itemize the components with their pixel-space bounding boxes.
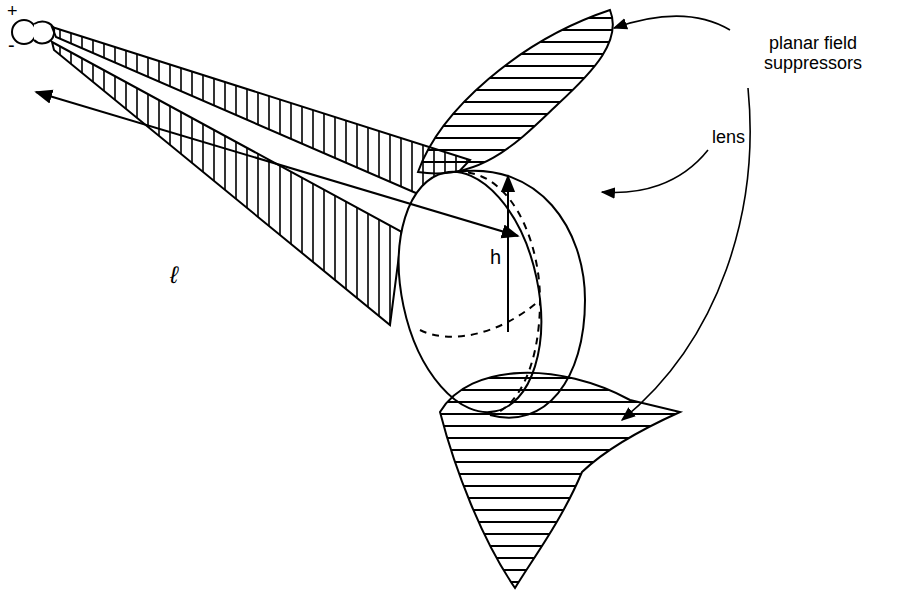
leader-line (622, 88, 750, 420)
leader-line (602, 150, 708, 193)
polarity-mark: - (8, 34, 15, 56)
feed-strip (52, 42, 402, 325)
part-label: planar field suppressors (738, 34, 888, 74)
dimension-label: h (490, 246, 501, 268)
polarity-mark: + (7, 2, 18, 22)
leader-line (614, 16, 730, 30)
source-electrode (12, 20, 54, 44)
height-dimension (507, 176, 509, 332)
field-suppressor (440, 373, 680, 588)
part-label: lens (712, 128, 745, 148)
length-dimension (36, 92, 518, 236)
dimension-label: ℓ (170, 262, 178, 288)
field-suppressor (418, 10, 613, 173)
